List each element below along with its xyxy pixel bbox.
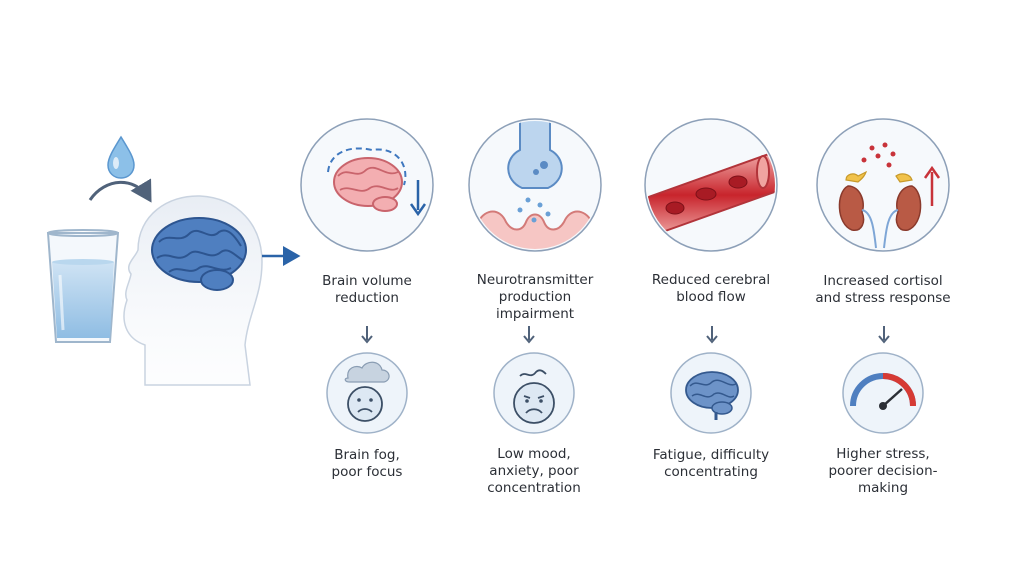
cause-icon-4 (816, 118, 950, 252)
effect-icon-3 (670, 352, 752, 434)
blood-vessel-icon (647, 148, 775, 242)
cause-label-1: Brain volume reduction (322, 273, 412, 306)
effect-label-4: Higher stress, poorer decision- making (828, 446, 938, 496)
cause-label-2: Neurotransmitter production impairment (476, 272, 594, 322)
cause-label-3: Reduced cerebral blood flow (651, 272, 771, 305)
tired-brain-icon (685, 371, 739, 420)
cause-icon-1 (300, 118, 434, 252)
head-with-brain-icon (123, 195, 263, 386)
down-arrows (361, 326, 890, 344)
effect-icon-1 (326, 352, 408, 434)
cause-label-4: Increased cortisol and stress response (815, 273, 951, 306)
synapse-icon (477, 121, 593, 249)
effect-icon-2 (493, 352, 575, 434)
effect-label-3: Fatigue, difficulty concentrating (652, 447, 770, 480)
shrinking-brain-icon (327, 147, 427, 217)
kidneys-adrenal-icon (838, 142, 941, 249)
water-drop-icon (107, 135, 135, 179)
effect-label-2: Low mood, anxiety, poor concentration (487, 446, 581, 496)
foggy-sad-face-icon (344, 361, 390, 422)
sad-face-icon (513, 369, 555, 424)
flow-arrow-curved (88, 178, 152, 203)
effect-icon-4 (842, 352, 924, 434)
stress-gauge-icon (850, 373, 916, 410)
effect-label-1: Brain fog, poor focus (331, 447, 403, 480)
cause-icon-2 (468, 118, 602, 252)
cause-icon-3 (644, 118, 778, 252)
glass-of-water-icon (46, 229, 120, 343)
